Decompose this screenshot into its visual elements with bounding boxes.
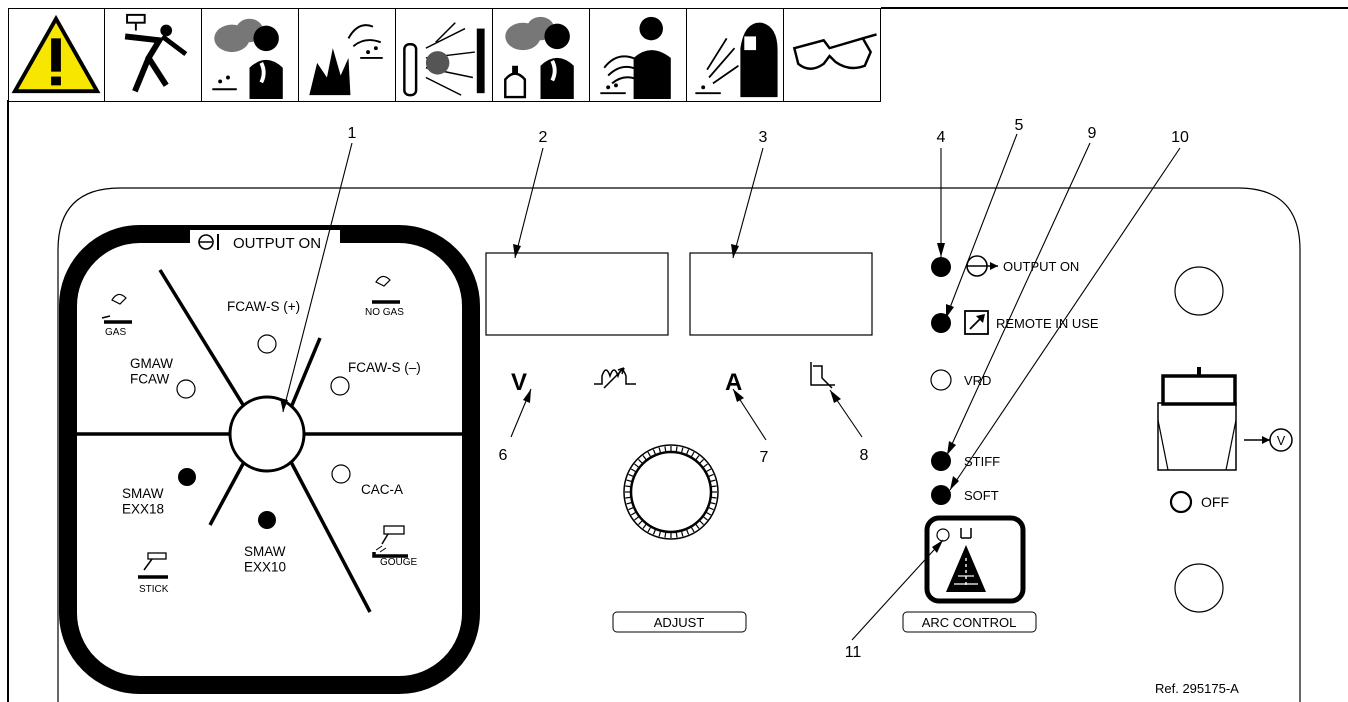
voltage-symbol-icon [1244,428,1293,452]
off-symbol-icon [1169,490,1193,514]
smaw-exx18-led [178,468,196,486]
cylinder-fire-icon [396,8,493,102]
no-gas-label: NO GAS [365,307,404,318]
reference-number: Ref. 295175-A [1155,681,1239,696]
callout-11: 11 [845,644,862,661]
remote-in-use-led [931,313,951,333]
no-gas-process-icon [372,275,400,304]
power-switch[interactable] [1157,367,1237,471]
gouge-label: GOUGE [380,557,418,568]
adjust-knob[interactable] [623,444,719,540]
remote-in-use-label: REMOTE IN USE [996,316,1099,331]
callout-10: 10 [1171,129,1189,146]
explosion-sparks-icon [299,8,396,102]
gas-label: GAS [105,327,126,338]
smaw-exx10-led [258,511,276,529]
arc-control-label: ARC CONTROL [922,615,1017,630]
safety-glasses-icon [784,8,881,102]
safety-warning-strip [8,8,881,102]
ammeter-display [689,252,873,336]
callout-7: 7 [760,449,769,466]
fcaw-s-plus-led [257,334,277,354]
caution-triangle-icon [8,8,105,102]
cac-a-led [331,464,351,484]
cv-cc-curve-icon [810,362,835,389]
selector-knob[interactable] [228,395,306,473]
off-label: OFF [1201,494,1229,510]
inductance-icon [594,367,636,389]
stick-process-icon [138,552,168,579]
callout-2: 2 [539,129,548,146]
vrd-label: VRD [964,373,991,388]
callout-5: 5 [1015,117,1024,134]
emf-pacemaker-icon [590,8,687,102]
arc-control-led [936,528,950,542]
fumes-cylinder-icon [493,8,590,102]
fumes-gases-icon [202,8,299,102]
adjust-label-plate [612,611,747,633]
volts-symbol: V [511,369,527,396]
soft-label: SOFT [964,488,999,503]
arc-control-label-plate [902,611,1037,633]
selector-title: OUTPUT ON [233,235,321,252]
stiff-led [931,451,951,471]
arc-rays-helmet-icon [687,8,784,102]
voltmeter-display [485,252,669,336]
front-panel-outline [57,187,1301,702]
stick-label: STICK [139,584,169,595]
output-on-symbol-icon [198,234,219,250]
callout-3: 3 [759,129,768,146]
arc-control-icon [946,528,986,592]
gmaw-fcaw-led [176,379,196,399]
callout-8: 8 [860,447,869,464]
voltage-symbol: V [1277,434,1286,448]
callout-4: 4 [937,129,946,146]
stiff-label: STIFF [964,454,1000,469]
output-on-icon [966,255,998,277]
amps-symbol: A [725,369,742,396]
callout-9: 9 [1088,125,1097,142]
lower-mounting-hole [1174,563,1224,613]
process-selector[interactable]: OUTPUT ON FCAW-S (+) FCAW-S (–) CAC-A GM… [59,225,480,694]
gas-process-icon [101,293,132,324]
upper-mounting-hole [1174,266,1224,316]
callout-6: 6 [499,447,508,464]
fcaw-s-plus-label: FCAW-S (+) [227,299,300,314]
arc-control-button[interactable] [924,515,1026,604]
output-on-label: OUTPUT ON [1003,259,1079,274]
vrd-led [930,369,952,391]
adjust-label: ADJUST [654,615,705,630]
electric-shock-icon [105,8,202,102]
leader-arrowheads [280,243,959,553]
soft-led [931,485,951,505]
fcaw-s-minus-led [330,376,350,396]
callout-1: 1 [348,125,357,142]
output-on-led [931,257,951,277]
gouge-process-icon [372,525,408,558]
remote-icon [964,310,989,335]
fcaw-s-minus-label: FCAW-S (–) [348,360,421,375]
cac-a-label: CAC-A [361,482,403,497]
